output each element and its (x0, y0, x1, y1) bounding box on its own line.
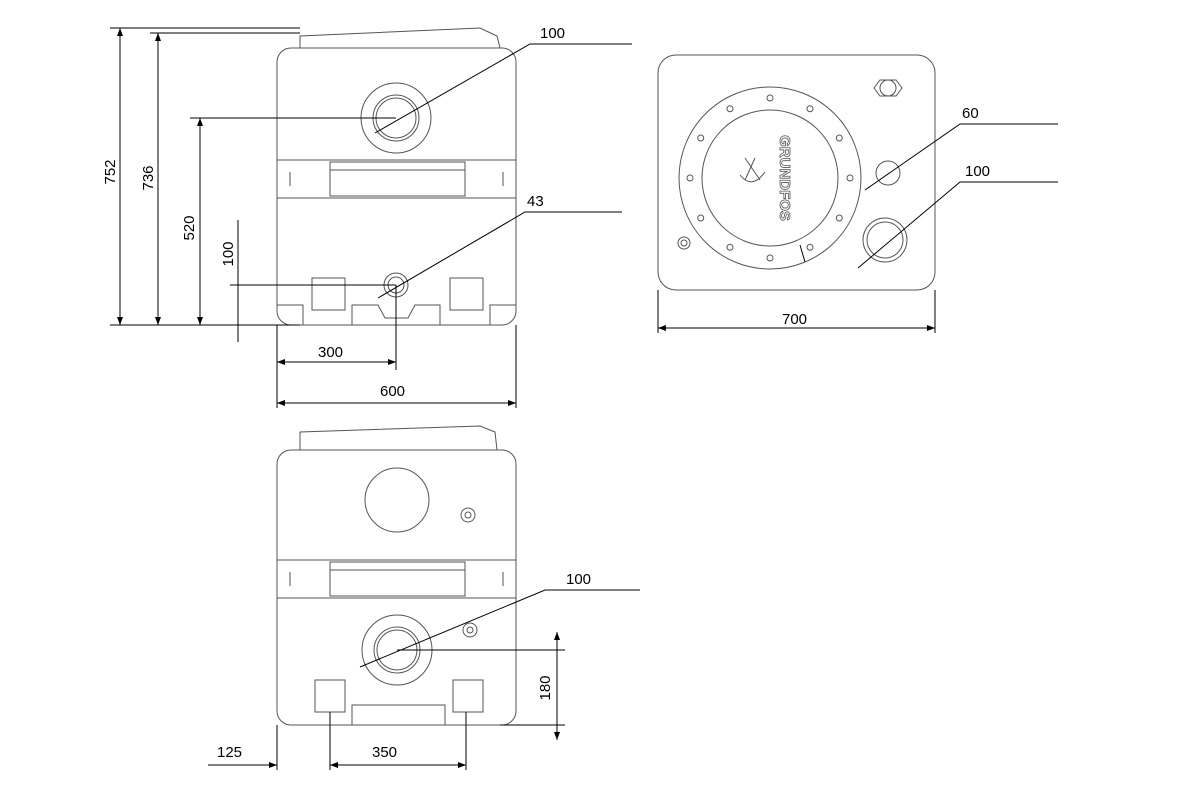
port-100 (862, 217, 908, 263)
dim-520: 520 (181, 215, 198, 240)
bolt-hole (697, 134, 705, 142)
bolt-hole (806, 243, 814, 251)
tank-top-outline (657, 54, 936, 291)
bolt-hole (835, 134, 843, 142)
dim-736: 736 (140, 165, 157, 190)
bolt-hole (806, 105, 814, 113)
bolt-hole (835, 214, 843, 222)
grundfos-x-icon (739, 157, 766, 183)
foot-left (311, 277, 346, 311)
foot-left (314, 679, 346, 713)
bolt-hole (726, 243, 734, 251)
dim-752: 752 (102, 159, 119, 184)
bolt-hole (686, 174, 694, 182)
port-60 (875, 160, 901, 186)
dim-125: 125 (217, 744, 242, 761)
dim-300: 300 (318, 344, 343, 361)
grundfos-logo: GRUNDFOS (776, 135, 793, 221)
manhole-cover (701, 109, 839, 247)
dim-43-diameter: 43 (527, 193, 544, 210)
dim-180: 180 (537, 675, 554, 700)
foot-right (449, 277, 484, 311)
foot-right (452, 679, 484, 713)
front-view: 752 736 520 100 100 43 300 600 (102, 25, 632, 408)
dim-700: 700 (782, 311, 807, 328)
bolt-hole (846, 174, 854, 182)
dim-600: 600 (380, 383, 405, 400)
tank-body (276, 449, 517, 726)
lid (299, 27, 501, 49)
dim-60-diameter: 60 (962, 105, 979, 122)
dim-100-diameter-top: 100 (965, 163, 990, 180)
groove (277, 159, 516, 199)
bolt-hole (697, 214, 705, 222)
top-view: GRUNDFOS 60 100 700 (657, 54, 1058, 333)
dim-100-diameter: 100 (540, 25, 565, 42)
dim-100-height: 100 (220, 241, 237, 266)
bolt-hole (766, 254, 774, 262)
dim-100-diameter-side: 100 (566, 571, 591, 588)
port-circle (364, 467, 430, 533)
bolt-hole (766, 94, 774, 102)
lid (299, 425, 498, 451)
bolt-circle (686, 94, 854, 262)
side-view: 100 180 125 350 (208, 425, 640, 770)
manhole-ring (678, 86, 862, 270)
hex-nut-icon (873, 79, 903, 97)
tank-body (276, 47, 517, 326)
bolt-hole (726, 105, 734, 113)
dim-350: 350 (372, 744, 397, 761)
